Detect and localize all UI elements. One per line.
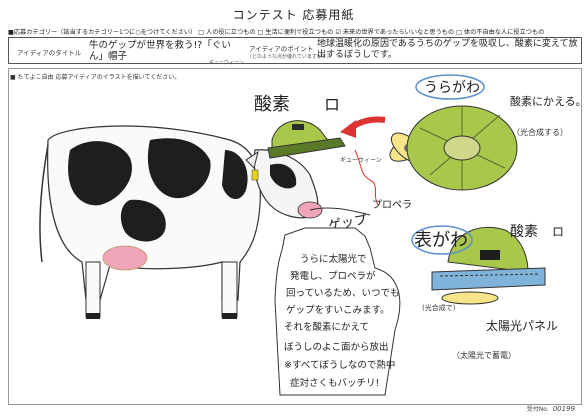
point-value: 地球温暖化の原因であるうちのゲップを吸収し、酸素に変えて放出するぼうしです。: [317, 39, 578, 60]
label-convert: 酸素にかえる。: [510, 94, 587, 108]
jar-outline: [274, 227, 401, 396]
title-value: 牛のゲップが世界を救う!?「ぐいん」帽子: [89, 40, 231, 62]
label-solar-sub: （太陽光で蓄電）: [452, 350, 516, 360]
label-convert-sub: （光合成する）: [512, 127, 568, 137]
label-oxygen-top-suffix: ロ: [324, 95, 340, 114]
jar-line: 発電し、プロペラが: [290, 270, 376, 282]
cow: [39, 125, 323, 319]
jar-line: 症対さくもバッチリ!: [290, 377, 379, 389]
label-solar: 太陽光パネル: [486, 318, 558, 333]
label-collar: (光合成で): [422, 303, 456, 312]
jar-text: うらに太陽光で 発電し、プロペラが 回っているため、いつでも ゲップをすいこみま…: [284, 253, 400, 389]
label-propeller: プロペラ: [372, 199, 412, 211]
serial-number: 受付No.00199: [527, 404, 575, 413]
label-oxygen-right: 酸素: [510, 224, 538, 240]
label-uragawa: うらがわ: [424, 80, 480, 96]
label-oxygen-top: 酸素: [254, 94, 290, 115]
jar-line: それを酸素にかえて: [284, 321, 369, 333]
point-sublabel: （どのような点が優れていますか？）: [247, 54, 332, 60]
hat-underside: [406, 105, 518, 191]
udder: [102, 245, 148, 271]
draw-instruction: ■ たてよこ自由 応募アイディアのイラストを描いてください。: [10, 74, 181, 81]
serial-value: 00199: [552, 405, 575, 413]
jar-line: ぼうしのよこ面から放出: [284, 341, 389, 353]
drawing-frame: [8, 68, 582, 405]
label-omotegawa: 表がわ: [414, 230, 468, 251]
label-oxygen-right-suffix: ロ: [552, 225, 564, 239]
title-row: アイディアのタイトル 牛のゲップが世界を救う!?「ぐいん」帽子 ギューウィーン …: [8, 37, 582, 66]
title-label: アイディアのタイトル: [17, 49, 82, 57]
serial-label: 受付No.: [526, 406, 549, 413]
jar-line: うらに太陽光で: [300, 253, 367, 265]
category-line: ■応募カテゴリー（該当するカテゴリー1つに○をつけてください） □ 人の役に立つ…: [8, 29, 545, 36]
title-sub: ギューウィーン: [209, 60, 244, 66]
label-sound: ギューウィーン: [340, 156, 382, 164]
form-title: コンテスト 応募用紙: [232, 8, 355, 22]
jar-line: ※すべてぼうしなので熱中: [284, 359, 395, 371]
jar-line: ゲップをすいこみます。: [286, 304, 390, 316]
point-label: アイディアのポイント: [249, 45, 314, 53]
jar-line: 回っているため、いつでも: [286, 288, 400, 299]
cow-hat: [267, 120, 346, 159]
hat-top: [431, 226, 546, 305]
